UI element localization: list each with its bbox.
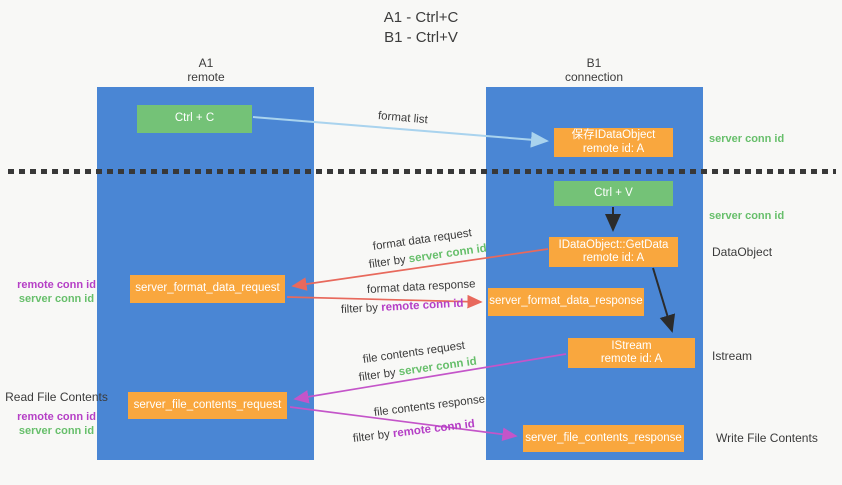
node-istream: IStream remote id: A [568, 338, 695, 368]
title-line-1: A1 - Ctrl+C [383, 9, 459, 26]
label-filter-by-remote-1: filter by remote conn id [341, 298, 464, 316]
diagram-title: A1 - Ctrl+C B1 - Ctrl+V [321, 8, 521, 48]
file-request-label: server_file_contents_request [133, 398, 282, 411]
label-dataobject: DataObject [712, 245, 773, 259]
getdata-line1: IDataObject::GetData [558, 238, 669, 251]
node-save-idataobject: 保存IDataObject remote id: A [554, 128, 673, 157]
node-idataobject-getdata: IDataObject::GetData remote id: A [549, 237, 678, 267]
ctrl-c-label: Ctrl + C [174, 112, 215, 125]
label-server-conn-id-mid: server conn id [709, 210, 785, 222]
node-ctrl-v: Ctrl + V [554, 181, 673, 206]
label-server-conn-id-left-bottom: server conn id [18, 425, 95, 437]
session-divider-dotted-line [8, 169, 836, 174]
node-ctrl-c: Ctrl + C [137, 105, 252, 133]
filter-remote-conn-id: remote conn id [392, 418, 476, 441]
right-column-role: connection [564, 70, 624, 84]
label-format-data-response: format data response [366, 278, 476, 296]
node-server-format-data-response: server_format_data_response [488, 288, 644, 316]
filter-by-text: filter by [368, 253, 410, 271]
label-read-file-contents: Read File Contents [5, 390, 108, 404]
node-server-file-contents-request: server_file_contents_request [128, 392, 287, 419]
label-server-conn-id-left-top: server conn id [18, 293, 95, 305]
label-istream: Istream [712, 349, 753, 363]
right-column-header: B1 connection [534, 56, 654, 84]
file-response-label: server_file_contents_response [525, 431, 682, 444]
left-conn-id-pair-top: remote conn id server conn id [0, 278, 113, 306]
save-idataobject-line1: 保存IDataObject [571, 129, 656, 141]
label-write-file-contents: Write File Contents [716, 431, 818, 445]
label-remote-conn-id-bottom: remote conn id [17, 411, 96, 423]
istream-line2: remote id: A [600, 353, 663, 365]
left-column-role: remote [187, 70, 225, 84]
left-column-header: A1 remote [146, 56, 266, 84]
save-idataobject-line2: remote id: A [582, 142, 645, 155]
format-request-label: server_format_data_request [135, 282, 280, 295]
filter-remote-conn-id: remote conn id [380, 297, 464, 314]
node-server-file-contents-response: server_file_contents_response [523, 425, 684, 452]
left-conn-id-pair-bottom: remote conn id server conn id [0, 410, 113, 438]
label-format-list: format list [377, 110, 429, 127]
label-remote-conn-id-top: remote conn id [17, 279, 96, 291]
right-column-name: B1 [586, 56, 602, 70]
filter-by-text: filter by [352, 428, 394, 445]
label-file-contents-response: file contents response [373, 393, 486, 419]
format-response-label: server_format_data_response [489, 295, 643, 308]
ctrl-v-label: Ctrl + V [594, 186, 633, 199]
left-column-name: A1 [198, 56, 214, 70]
title-line-2: B1 - Ctrl+V [384, 29, 458, 46]
getdata-line2: remote id: A [582, 252, 645, 264]
node-server-format-data-request: server_format_data_request [130, 275, 285, 303]
filter-by-text: filter by [340, 301, 382, 316]
filter-by-text: filter by [358, 366, 400, 384]
label-filter-by-remote-2: filter by remote conn id [352, 418, 475, 445]
istream-line1: IStream [611, 339, 652, 352]
label-server-conn-id-top: server conn id [709, 133, 785, 145]
